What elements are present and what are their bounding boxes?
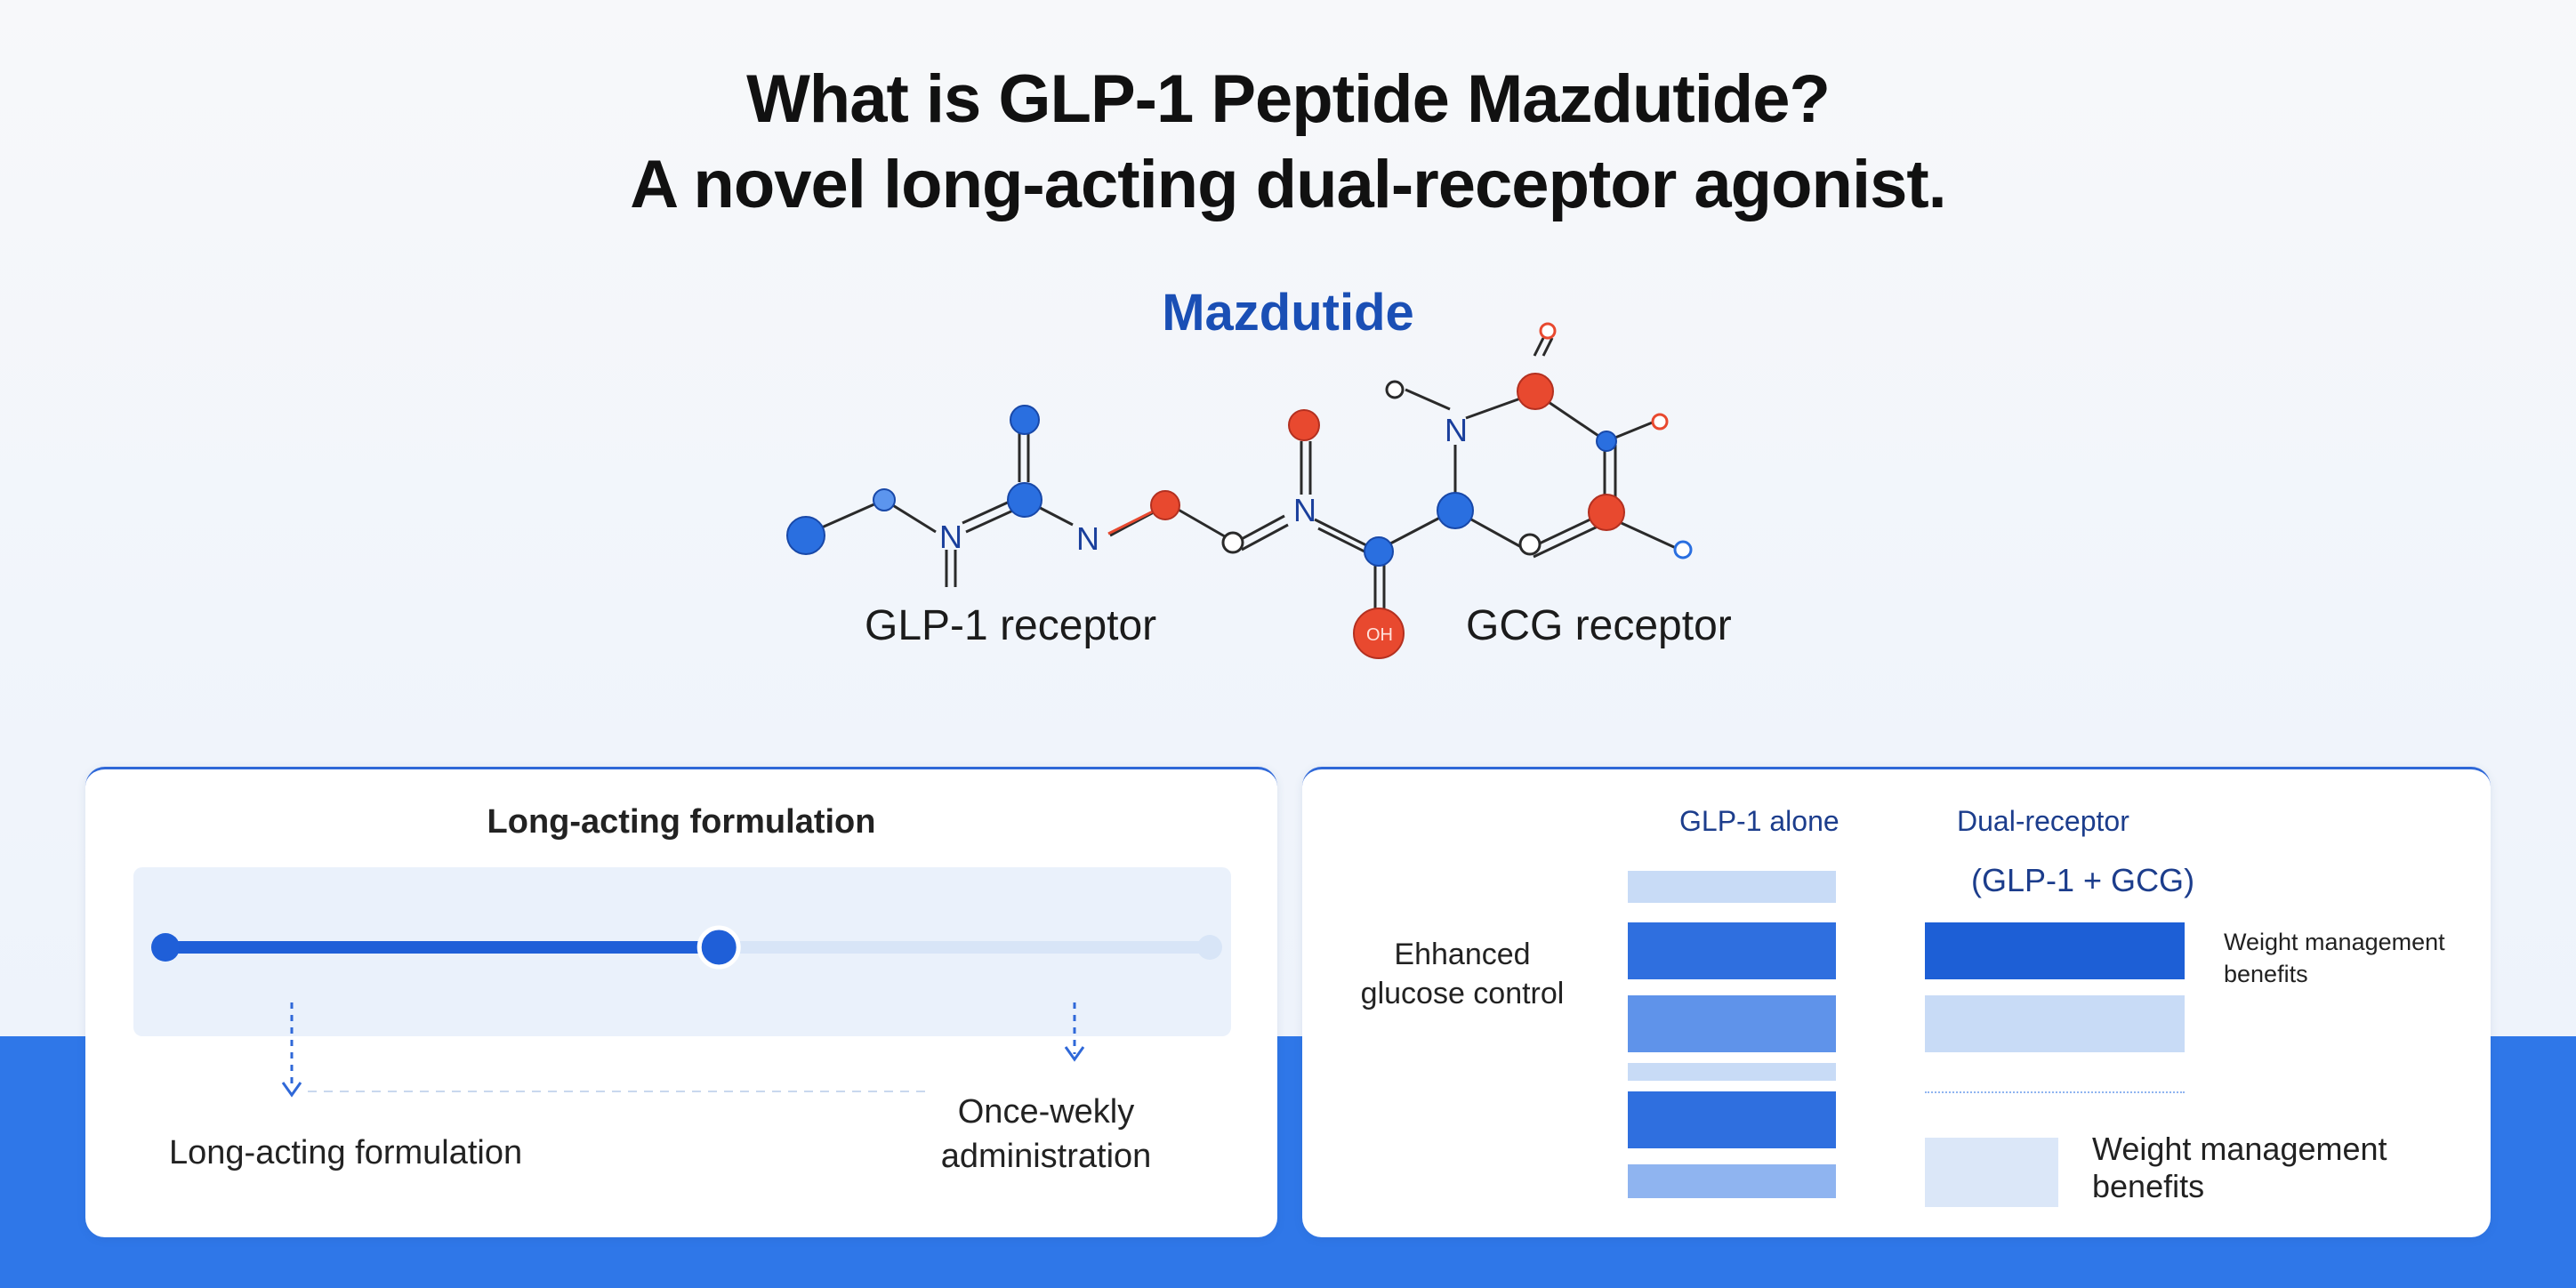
dual-bar-1 <box>1925 922 2185 979</box>
page-title: What is GLP-1 Peptide Mazdutide? <box>746 61 1831 137</box>
formulation-timeline <box>151 925 1222 1098</box>
molecule-name: Mazdutide <box>1162 284 1414 342</box>
caption-long-acting: Long-acting formulation <box>169 1134 523 1171</box>
column-header-dual-receptor: Dual-receptor <box>1957 805 2129 837</box>
gcg-receptor-label: GCG receptor <box>1466 602 1732 649</box>
formulation-title: Long-acting formulation <box>487 803 876 841</box>
molecule-bonds <box>807 337 1677 614</box>
caption-once-weekly: Once-wekly administration <box>940 1093 1152 1175</box>
molecule-structure: N N N N OH <box>786 322 1693 659</box>
timeline-start-dot <box>151 933 180 962</box>
svg-text:N: N <box>1293 492 1316 528</box>
atom-labels: N N N N OH <box>939 412 1468 645</box>
svg-text:OH: OH <box>1366 625 1393 645</box>
glp1-receptor-label: GLP-1 receptor <box>865 602 1157 649</box>
glp1-bar-3 <box>1628 995 1836 1052</box>
timeline-end-dot <box>1197 935 1222 960</box>
timeline-knob <box>696 925 741 970</box>
glp1-bar-5 <box>1628 1091 1836 1148</box>
comparison-card: GLP-1 alone Dual-receptor (GLP-1 + GCG) … <box>1302 767 2491 1237</box>
dual-divider <box>1925 1091 2185 1093</box>
svg-text:N: N <box>1445 412 1468 448</box>
column-subheader-dual-receptor: (GLP-1 + GCG) <box>1971 862 2195 898</box>
svg-text:N: N <box>939 519 962 555</box>
glp1-bar-1 <box>1628 871 1836 903</box>
column-header-glp1-alone: GLP-1 alone <box>1679 805 1839 837</box>
formulation-card: Long-acting formulation Long-acting form… <box>85 767 1277 1237</box>
glp1-bar-2 <box>1628 922 1836 979</box>
note-weight-benefits-top: Weight management benefits <box>2224 929 2445 987</box>
molecule-atoms <box>786 322 1693 659</box>
glp1-bar-4 <box>1628 1063 1836 1081</box>
note-weight-benefits-bottom: Weight management benefits <box>2092 1131 2387 1204</box>
page-subtitle: A novel long-acting dual-receptor agonis… <box>630 147 1947 222</box>
dual-bar-3 <box>1925 1138 2058 1207</box>
glp1-bar-6 <box>1628 1164 1836 1198</box>
row-label-glucose-control: Ehhanced glucose control <box>1360 938 1565 1010</box>
dual-bar-2 <box>1925 995 2185 1052</box>
svg-text:N: N <box>1076 520 1099 557</box>
